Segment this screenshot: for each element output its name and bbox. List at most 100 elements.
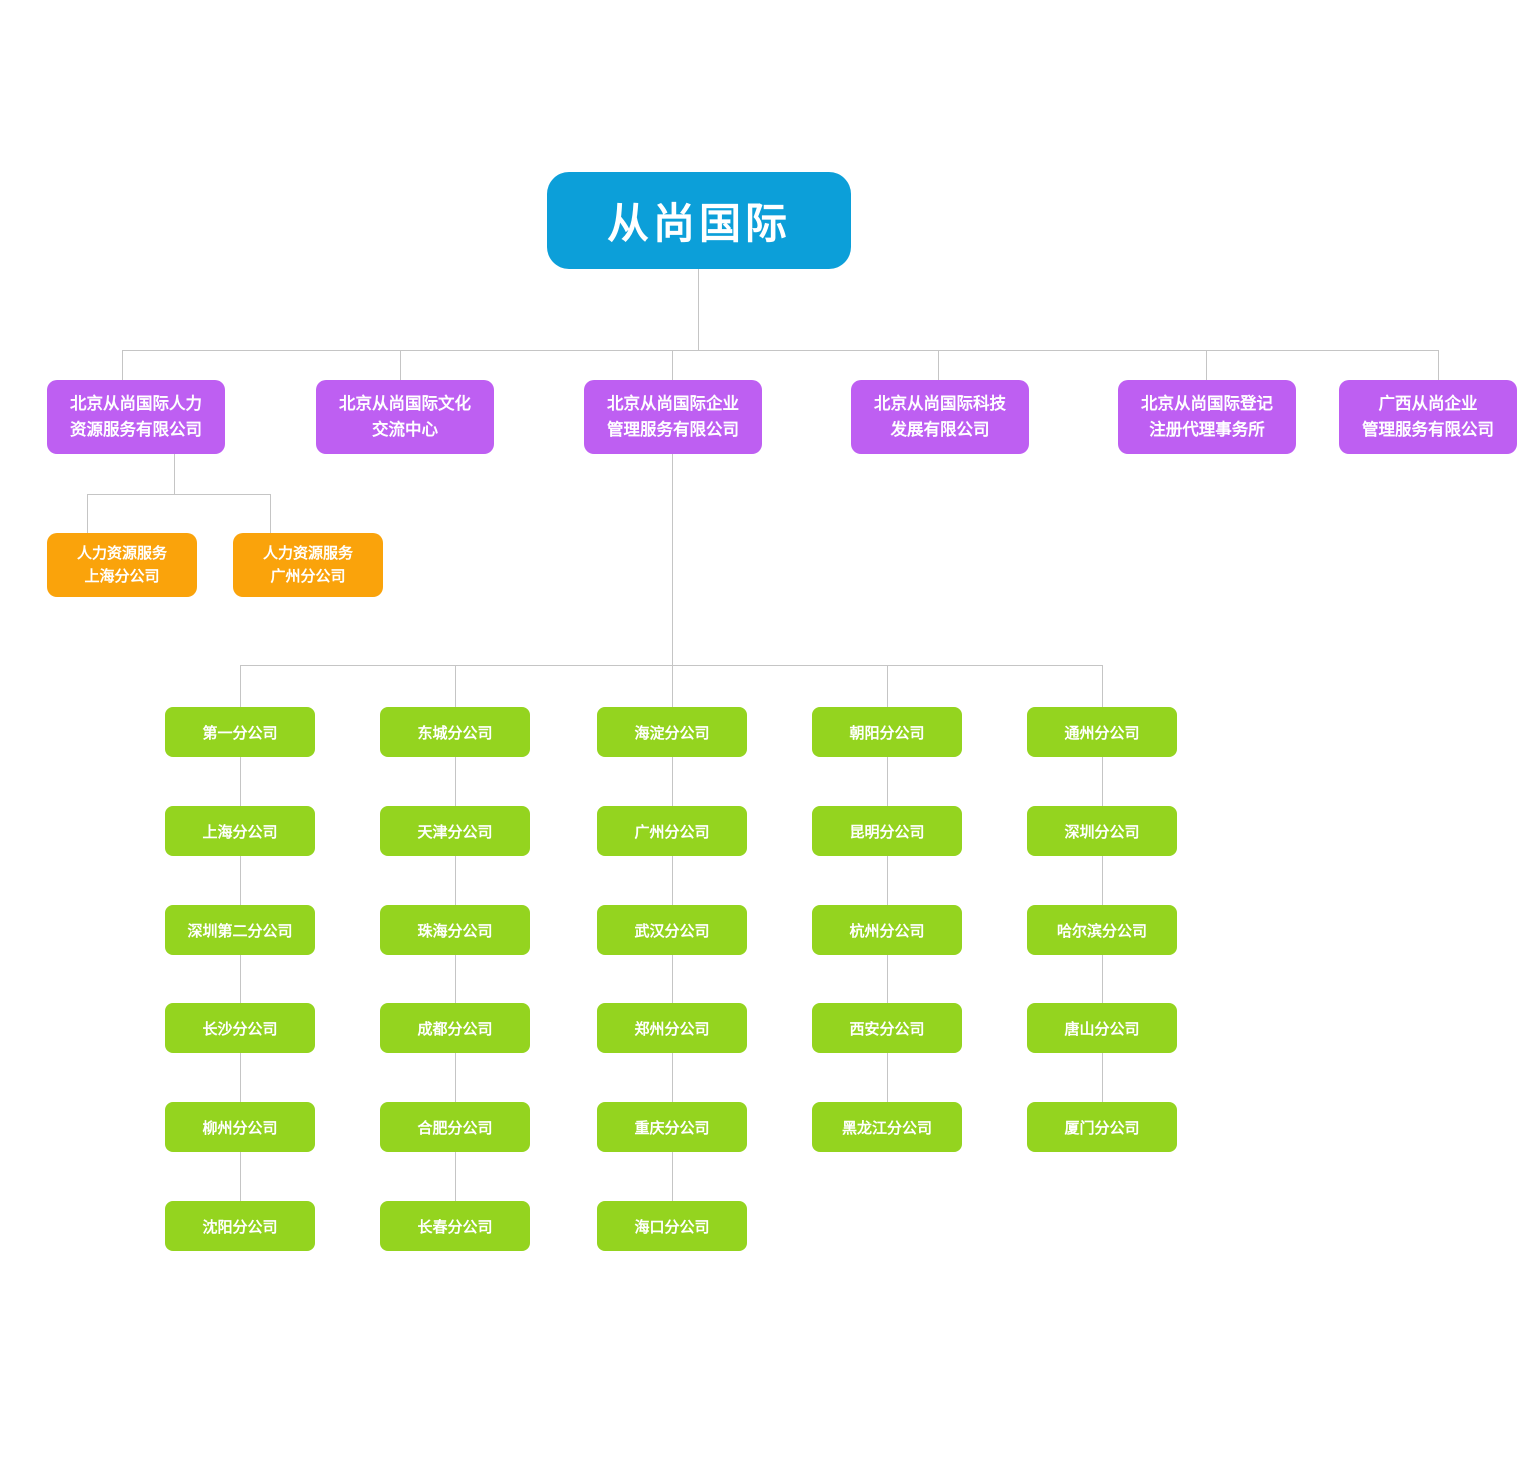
org-node-branch: 沈阳分公司 [165,1201,315,1251]
connector-line [1102,856,1103,905]
org-node-label: 海口分公司 [634,1218,710,1236]
org-node-label: 深圳第二分公司 [187,922,293,940]
connector-line [240,1053,241,1102]
connector-line [672,350,673,380]
connector-line [672,757,673,806]
connector-line [672,856,673,905]
org-node-label: 长沙分公司 [202,1020,278,1038]
connector-line [672,1053,673,1102]
org-node-branch: 朝阳分公司 [812,707,962,757]
org-node-label: 上海分公司 [202,823,278,841]
org-node-branch: 唐山分公司 [1027,1003,1177,1053]
org-node-label-line: 北京从尚国际企业 [607,395,739,413]
connector-line [1206,350,1207,380]
org-node-branch: 合肥分公司 [380,1102,530,1152]
org-node-subsidiary-tech-dev: 北京从尚国际科技 发展有限公司 [851,380,1029,454]
org-node-branch: 深圳分公司 [1027,806,1177,856]
org-node-root: 从尚国际 [547,172,851,269]
connector-line [672,1152,673,1201]
connector-line [455,1152,456,1201]
org-node-label: 海淀分公司 [634,724,710,742]
org-node-branch: 珠海分公司 [380,905,530,955]
connector-line [240,665,1103,666]
connector-line [887,665,888,707]
org-node-label-line: 交流中心 [372,421,438,439]
org-node-branch: 成都分公司 [380,1003,530,1053]
org-node-label: 沈阳分公司 [202,1218,278,1236]
org-node-label: 柳州分公司 [202,1119,278,1137]
connector-line [240,757,241,806]
org-node-label: 黑龙江分公司 [841,1119,932,1137]
org-node-label-line: 上海分公司 [84,568,160,585]
org-node-branch: 郑州分公司 [597,1003,747,1053]
org-node-subsidiary-enterprise-mgmt: 北京从尚国际企业 管理服务有限公司 [584,380,762,454]
org-node-label: 杭州分公司 [849,922,925,940]
org-node-label-line: 北京从尚国际科技 [874,395,1006,413]
connector-line [240,1152,241,1201]
org-node-branch: 厦门分公司 [1027,1102,1177,1152]
connector-line [1438,350,1439,380]
org-node-branch: 天津分公司 [380,806,530,856]
connector-line [87,494,88,533]
connector-line [270,494,271,533]
connector-line [400,350,401,380]
org-node-label: 合肥分公司 [417,1119,493,1137]
org-node-label: 第一分公司 [202,724,278,742]
org-node-label: 武汉分公司 [634,922,710,940]
connector-line [887,955,888,1003]
org-node-label-line: 资源服务有限公司 [70,421,202,439]
org-node-branch: 长沙分公司 [165,1003,315,1053]
org-node-branch: 武汉分公司 [597,905,747,955]
connector-line [174,454,175,494]
org-node-branch: 黑龙江分公司 [812,1102,962,1152]
connector-line [1102,1053,1103,1102]
connector-line [87,494,270,495]
connector-line [887,1053,888,1102]
connector-line [455,665,456,707]
org-node-branch: 西安分公司 [812,1003,962,1053]
org-node-branch: 深圳第二分公司 [165,905,315,955]
org-node-label-line: 管理服务有限公司 [607,421,739,439]
org-node-hr-branch-shanghai: 人力资源服务 上海分公司 [47,533,197,597]
connector-line [455,1053,456,1102]
org-node-label: 珠海分公司 [417,922,493,940]
org-node-label-line: 广西从尚企业 [1378,395,1478,413]
org-node-branch: 海口分公司 [597,1201,747,1251]
org-node-branch: 东城分公司 [380,707,530,757]
org-node-label: 深圳分公司 [1064,823,1140,841]
org-node-subsidiary-registration-agency: 北京从尚国际登记 注册代理事务所 [1118,380,1296,454]
org-node-label: 广州分公司 [634,823,710,841]
org-node-label: 西安分公司 [849,1020,925,1038]
org-node-label-line: 人力资源服务 [76,545,167,562]
connector-line [240,856,241,905]
connector-line [122,350,1438,351]
org-node-label: 重庆分公司 [634,1119,710,1137]
connector-line [455,955,456,1003]
org-node-label-line: 北京从尚国际登记 [1141,395,1273,413]
org-node-label: 唐山分公司 [1064,1020,1140,1038]
org-node-label: 长春分公司 [417,1218,493,1236]
org-node-branch: 昆明分公司 [812,806,962,856]
connector-line [455,856,456,905]
connector-line [938,350,939,380]
org-node-label-line: 广州分公司 [270,568,346,585]
org-node-branch: 上海分公司 [165,806,315,856]
connector-line [1102,757,1103,806]
connector-line [672,955,673,1003]
connector-line [672,665,673,707]
connector-line [455,757,456,806]
org-node-branch: 柳州分公司 [165,1102,315,1152]
org-node-branch: 通州分公司 [1027,707,1177,757]
org-node-hr-branch-guangzhou: 人力资源服务 广州分公司 [233,533,383,597]
org-node-branch: 长春分公司 [380,1201,530,1251]
org-node-label: 通州分公司 [1064,724,1140,742]
org-node-subsidiary-guangxi-mgmt: 广西从尚企业 管理服务有限公司 [1339,380,1517,454]
connector-line [1102,665,1103,707]
connector-line [672,454,673,665]
org-node-branch: 广州分公司 [597,806,747,856]
org-node-label: 郑州分公司 [634,1020,710,1038]
connector-line [887,757,888,806]
org-node-label-line: 北京从尚国际文化 [339,395,471,413]
connector-line [122,350,123,380]
